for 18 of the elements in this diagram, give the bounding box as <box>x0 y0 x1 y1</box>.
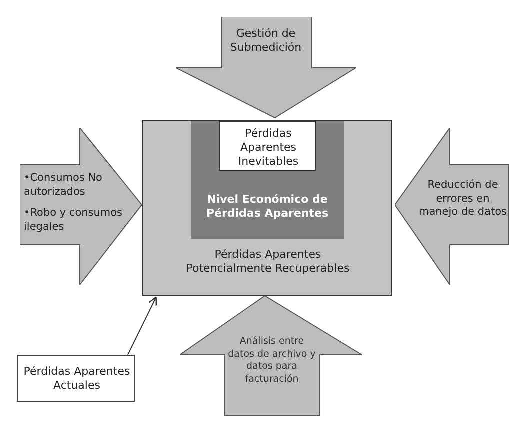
label-text: •Consumos No autorizados <box>24 172 104 199</box>
left-arrow <box>395 128 509 285</box>
inner-box <box>191 121 344 239</box>
label-box <box>17 355 135 402</box>
label-text: Nivel Económico de Pérdidas Aparentes <box>205 193 330 221</box>
outer-box <box>142 120 392 296</box>
label-text: Reducción de errores en manejo de datos <box>418 179 508 220</box>
label-text: Pérdidas Aparentes Actuales <box>22 365 132 393</box>
leader-line <box>127 296 157 356</box>
label-text: •Robo y consumos ilegales <box>24 207 124 234</box>
label-text: Gestión de Submedición <box>229 27 303 55</box>
label-text: Análisis entre datos de archivo y datos para facturación <box>227 336 317 386</box>
right-arrow <box>20 128 142 285</box>
label-text: Pérdidas Aparentes Potencialmente Recuperables <box>185 248 351 276</box>
up-arrow <box>180 296 362 416</box>
down-arrow <box>176 17 356 118</box>
label-text: Pérdidas Aparentes Inevitables <box>237 127 300 169</box>
top-box <box>219 121 316 171</box>
